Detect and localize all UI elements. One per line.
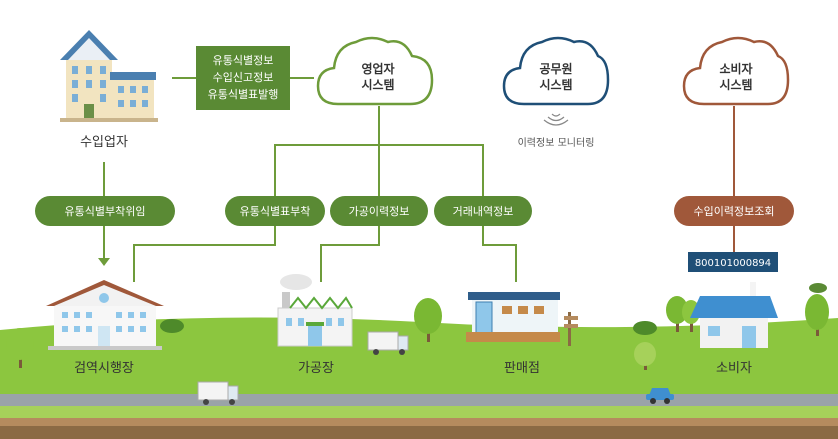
info-box-line1: 유통식별정보: [213, 54, 274, 67]
info-box: 유통식별정보 수입신고정보 유통식별표발행: [196, 46, 290, 110]
consumer-system-cloud[interactable]: 소비자 시스템: [682, 36, 790, 106]
truck-icon: [197, 381, 239, 405]
connector-lines: [98, 77, 735, 282]
pill-delegate-label: 유통식별부착위임: [65, 205, 146, 218]
official-system-line2: 시스템: [539, 77, 572, 92]
pill-processing-history-label: 가공이력정보: [349, 205, 410, 218]
info-box-line3: 유통식별표발행: [208, 88, 279, 101]
consumer-house: [690, 282, 778, 348]
business-system-line1: 영업자: [361, 61, 394, 76]
inspection-facility: [46, 280, 164, 350]
consumer-label: 소비자: [716, 361, 752, 376]
processing-plant: [277, 274, 353, 347]
car-icon: [646, 388, 674, 404]
consumer-system-line1: 소비자: [719, 61, 752, 76]
barcode-number: 800101000894: [695, 258, 771, 269]
inspection-label: 검역시행장: [74, 360, 134, 376]
pill-processing-history[interactable]: 가공이력정보: [330, 196, 428, 226]
store-building: [466, 292, 578, 346]
pill-import-history[interactable]: 수입이력정보조회: [674, 196, 794, 226]
consumer-system-line2: 시스템: [719, 77, 752, 92]
official-system-cloud[interactable]: 공무원 시스템: [502, 36, 610, 106]
tree-icons: [6, 283, 829, 370]
pill-attach-label: 유통식별표부착: [240, 205, 311, 218]
pill-import-history-label: 수입이력정보조회: [694, 205, 775, 218]
business-system-cloud[interactable]: 영업자 시스템: [316, 36, 434, 106]
pill-attach[interactable]: 유통식별표부착: [225, 196, 325, 226]
processing-label: 가공장: [298, 361, 334, 376]
importer-label: 수입업자: [80, 135, 128, 150]
pill-delegate[interactable]: 유통식별부착위임: [35, 196, 175, 226]
signal-icon: [543, 113, 569, 126]
business-system-line2: 시스템: [361, 77, 394, 92]
importer-building: [60, 30, 158, 122]
pill-transaction[interactable]: 거래내역정보: [434, 196, 532, 226]
pill-transaction-label: 거래내역정보: [453, 205, 514, 218]
info-box-line2: 수입신고정보: [213, 71, 274, 84]
truck-icon: [367, 331, 409, 355]
monitoring-label: 이력정보 모니터링: [518, 137, 595, 149]
store-label: 판매점: [504, 361, 540, 376]
barcode-tag: 800101000894: [688, 252, 778, 272]
official-system-line1: 공무원: [539, 62, 572, 76]
